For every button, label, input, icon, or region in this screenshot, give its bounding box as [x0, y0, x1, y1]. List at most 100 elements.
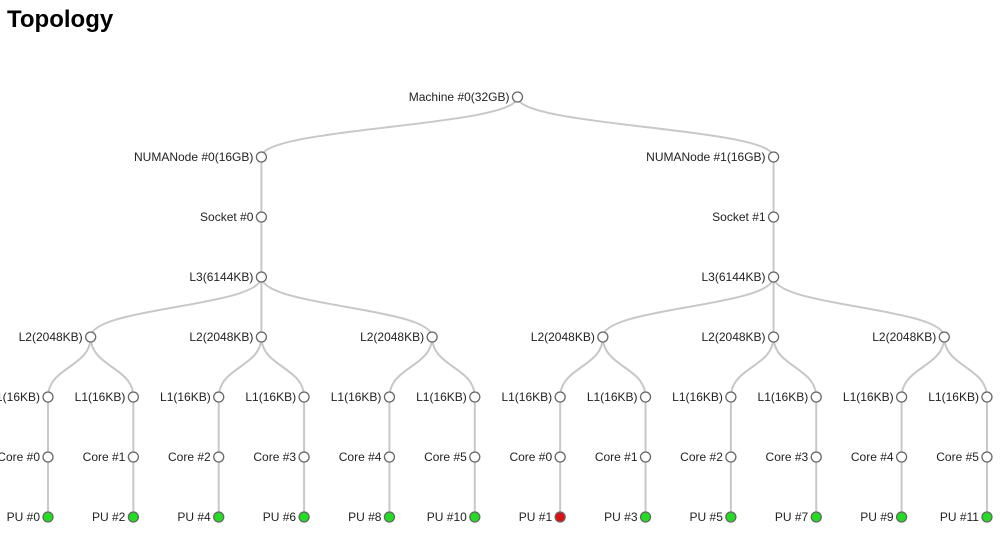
tree-node-l2-2048kb[interactable]: L2(2048KB) [531, 330, 609, 344]
tree-node-core-1[interactable]: Core #1 [83, 450, 140, 464]
node-circle[interactable] [127, 391, 140, 403]
tree-node-core-3[interactable]: Core #3 [766, 450, 822, 464]
node-circle[interactable] [213, 451, 225, 463]
node-circle[interactable] [895, 451, 908, 463]
node-circle[interactable] [42, 451, 54, 463]
node-circle[interactable] [85, 331, 97, 343]
tree-node-core-5[interactable]: Core #5 [936, 450, 993, 464]
pu-status-dot[interactable] [469, 511, 481, 523]
tree-node-socket-0[interactable]: Socket #0 [200, 210, 268, 224]
tree-node-pu-11[interactable]: PU #11 [940, 510, 993, 524]
pu-status-dot[interactable] [42, 511, 54, 523]
tree-node-l1-16kb[interactable]: L1(16KB) [160, 390, 225, 404]
node-circle[interactable] [597, 331, 609, 343]
node-label: L2(2048KB) [531, 330, 595, 344]
node-circle[interactable] [255, 331, 268, 343]
node-circle[interactable] [426, 331, 438, 343]
tree-node-pu-7[interactable]: PU #7 [775, 510, 822, 524]
tree-node-l1-16kb[interactable]: L1(16KB) [928, 390, 993, 404]
pu-status-dot[interactable] [810, 511, 822, 523]
tree-node-l2-2048kb[interactable]: L2(2048KB) [189, 330, 268, 344]
node-circle[interactable] [981, 451, 993, 463]
tree-node-pu-8[interactable]: PU #8 [348, 510, 396, 524]
tree-node-l1-16kb[interactable]: L1(16KB) [0, 390, 54, 404]
node-circle[interactable] [767, 331, 780, 343]
pu-status-dot[interactable] [725, 511, 737, 523]
node-circle[interactable] [469, 451, 481, 463]
node-circle[interactable] [469, 391, 481, 403]
node-label: L1(16KB) [75, 390, 126, 404]
node-circle[interactable] [511, 91, 524, 103]
node-circle[interactable] [810, 391, 822, 403]
tree-node-core-3[interactable]: Core #3 [253, 450, 310, 464]
pu-status-dot[interactable] [895, 511, 908, 523]
tree-node-pu-5[interactable]: PU #5 [690, 510, 737, 524]
node-circle[interactable] [383, 451, 396, 463]
tree-node-machine-0-32gb[interactable]: Machine #0(32GB) [409, 90, 524, 104]
node-circle[interactable] [383, 391, 396, 403]
tree-node-pu-1[interactable]: PU #1 [519, 510, 566, 524]
node-circle[interactable] [767, 271, 780, 283]
tree-node-l1-16kb[interactable]: L1(16KB) [843, 390, 908, 404]
tree-node-core-5[interactable]: Core #5 [424, 450, 481, 464]
tree-node-l1-16kb[interactable]: L1(16KB) [672, 390, 737, 404]
node-circle[interactable] [895, 391, 908, 403]
tree-node-pu-6[interactable]: PU #6 [263, 510, 310, 524]
node-circle[interactable] [298, 391, 310, 403]
node-circle[interactable] [298, 451, 310, 463]
tree-node-l1-16kb[interactable]: L1(16KB) [587, 390, 652, 404]
node-circle[interactable] [127, 451, 140, 463]
tree-node-pu-0[interactable]: PU #0 [7, 510, 54, 524]
tree-node-l2-2048kb[interactable]: L2(2048KB) [872, 330, 950, 344]
node-circle[interactable] [554, 391, 566, 403]
tree-node-core-1[interactable]: Core #1 [595, 450, 652, 464]
node-circle[interactable] [725, 451, 737, 463]
node-circle[interactable] [725, 391, 737, 403]
tree-node-l3-6144kb[interactable]: L3(6144KB) [189, 270, 268, 284]
tree-node-core-0[interactable]: Core #0 [509, 450, 566, 464]
tree-node-pu-3[interactable]: PU #3 [604, 510, 652, 524]
tree-node-core-4[interactable]: Core #4 [851, 450, 908, 464]
node-circle[interactable] [255, 271, 268, 283]
tree-node-l1-16kb[interactable]: L1(16KB) [416, 390, 481, 404]
tree-node-core-0[interactable]: Core #0 [0, 450, 54, 464]
node-circle[interactable] [213, 391, 225, 403]
pu-status-dot[interactable] [213, 511, 225, 523]
node-circle[interactable] [554, 451, 566, 463]
tree-node-l3-6144kb[interactable]: L3(6144KB) [702, 270, 780, 284]
tree-node-l1-16kb[interactable]: L1(16KB) [758, 390, 822, 404]
tree-node-pu-4[interactable]: PU #4 [177, 510, 225, 524]
pu-status-dot[interactable] [298, 511, 310, 523]
node-circle[interactable] [639, 391, 652, 403]
tree-node-l2-2048kb[interactable]: L2(2048KB) [360, 330, 438, 344]
node-circle[interactable] [938, 331, 950, 343]
tree-node-numanode-0-16gb[interactable]: NUMANode #0(16GB) [134, 150, 268, 164]
node-circle[interactable] [810, 451, 822, 463]
tree-node-numanode-1-16gb[interactable]: NUMANode #1(16GB) [646, 150, 780, 164]
tree-node-pu-9[interactable]: PU #9 [860, 510, 908, 524]
node-circle[interactable] [767, 151, 780, 163]
pu-status-dot[interactable] [639, 511, 652, 523]
node-circle[interactable] [42, 391, 54, 403]
tree-node-l2-2048kb[interactable]: L2(2048KB) [19, 330, 97, 344]
tree-node-l2-2048kb[interactable]: L2(2048KB) [702, 330, 780, 344]
tree-node-pu-10[interactable]: PU #10 [427, 510, 481, 524]
tree-node-l1-16kb[interactable]: L1(16KB) [331, 390, 396, 404]
node-circle[interactable] [255, 151, 268, 163]
tree-node-l1-16kb[interactable]: L1(16KB) [245, 390, 310, 404]
tree-node-socket-1[interactable]: Socket #1 [712, 210, 780, 224]
tree-node-l1-16kb[interactable]: L1(16KB) [501, 390, 566, 404]
tree-node-l1-16kb[interactable]: L1(16KB) [75, 390, 140, 404]
tree-node-core-2[interactable]: Core #2 [680, 450, 737, 464]
tree-node-core-2[interactable]: Core #2 [168, 450, 225, 464]
node-circle[interactable] [767, 211, 780, 223]
pu-status-dot[interactable] [127, 511, 140, 523]
pu-status-dot[interactable] [554, 511, 566, 523]
tree-node-pu-2[interactable]: PU #2 [92, 510, 140, 524]
tree-node-core-4[interactable]: Core #4 [339, 450, 396, 464]
pu-status-dot[interactable] [981, 511, 993, 523]
node-circle[interactable] [639, 451, 652, 463]
node-circle[interactable] [981, 391, 993, 403]
pu-status-dot[interactable] [383, 511, 396, 523]
node-circle[interactable] [255, 211, 268, 223]
